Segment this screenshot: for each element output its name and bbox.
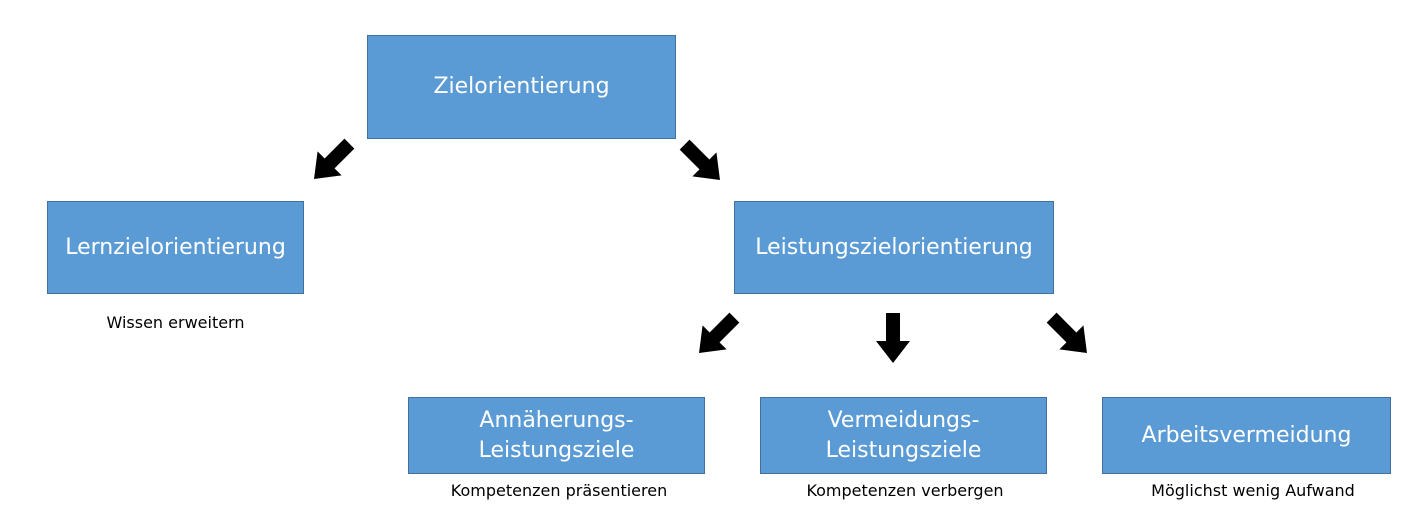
arrow-root-to-performance — [672, 132, 732, 192]
arrow-performance-to-approach — [687, 305, 747, 365]
caption-arbeitsvermeidung: Möglichst wenig Aufwand — [1151, 481, 1355, 500]
node-label-line2: Leistungsziele — [825, 437, 982, 463]
node-label: Lernzielorientierung — [65, 234, 286, 260]
node-label-line1: Annäherungs- — [479, 407, 634, 433]
caption-vermeidungs-leistungsziele: Kompetenzen verbergen — [806, 481, 1004, 500]
node-label-line1: Vermeidungs- — [827, 407, 980, 433]
arrow-performance-to-avoidance — [876, 313, 910, 363]
node-label: Leistungszielorientierung — [755, 234, 1033, 260]
node-label: Arbeitsvermeidung — [1141, 422, 1352, 448]
node-zielorientierung: Zielorientierung — [367, 35, 676, 139]
arrow-root-to-learning — [302, 131, 362, 191]
node-leistungszielorientierung: Leistungszielorientierung — [734, 201, 1054, 294]
node-annaeherungs-leistungsziele: Annäherungs- Leistungsziele — [408, 397, 705, 474]
arrow-performance-to-work-avoidance — [1039, 305, 1099, 365]
caption-lernzielorientierung: Wissen erweitern — [106, 313, 245, 332]
node-label-line2: Leistungsziele — [478, 437, 635, 463]
node-label: Zielorientierung — [433, 74, 610, 99]
caption-annaeherungs-leistungsziele: Kompetenzen präsentieren — [450, 481, 668, 500]
node-lernzielorientierung: Lernzielorientierung — [47, 201, 304, 294]
node-vermeidungs-leistungsziele: Vermeidungs- Leistungsziele — [760, 397, 1047, 474]
node-arbeitsvermeidung: Arbeitsvermeidung — [1102, 397, 1391, 474]
